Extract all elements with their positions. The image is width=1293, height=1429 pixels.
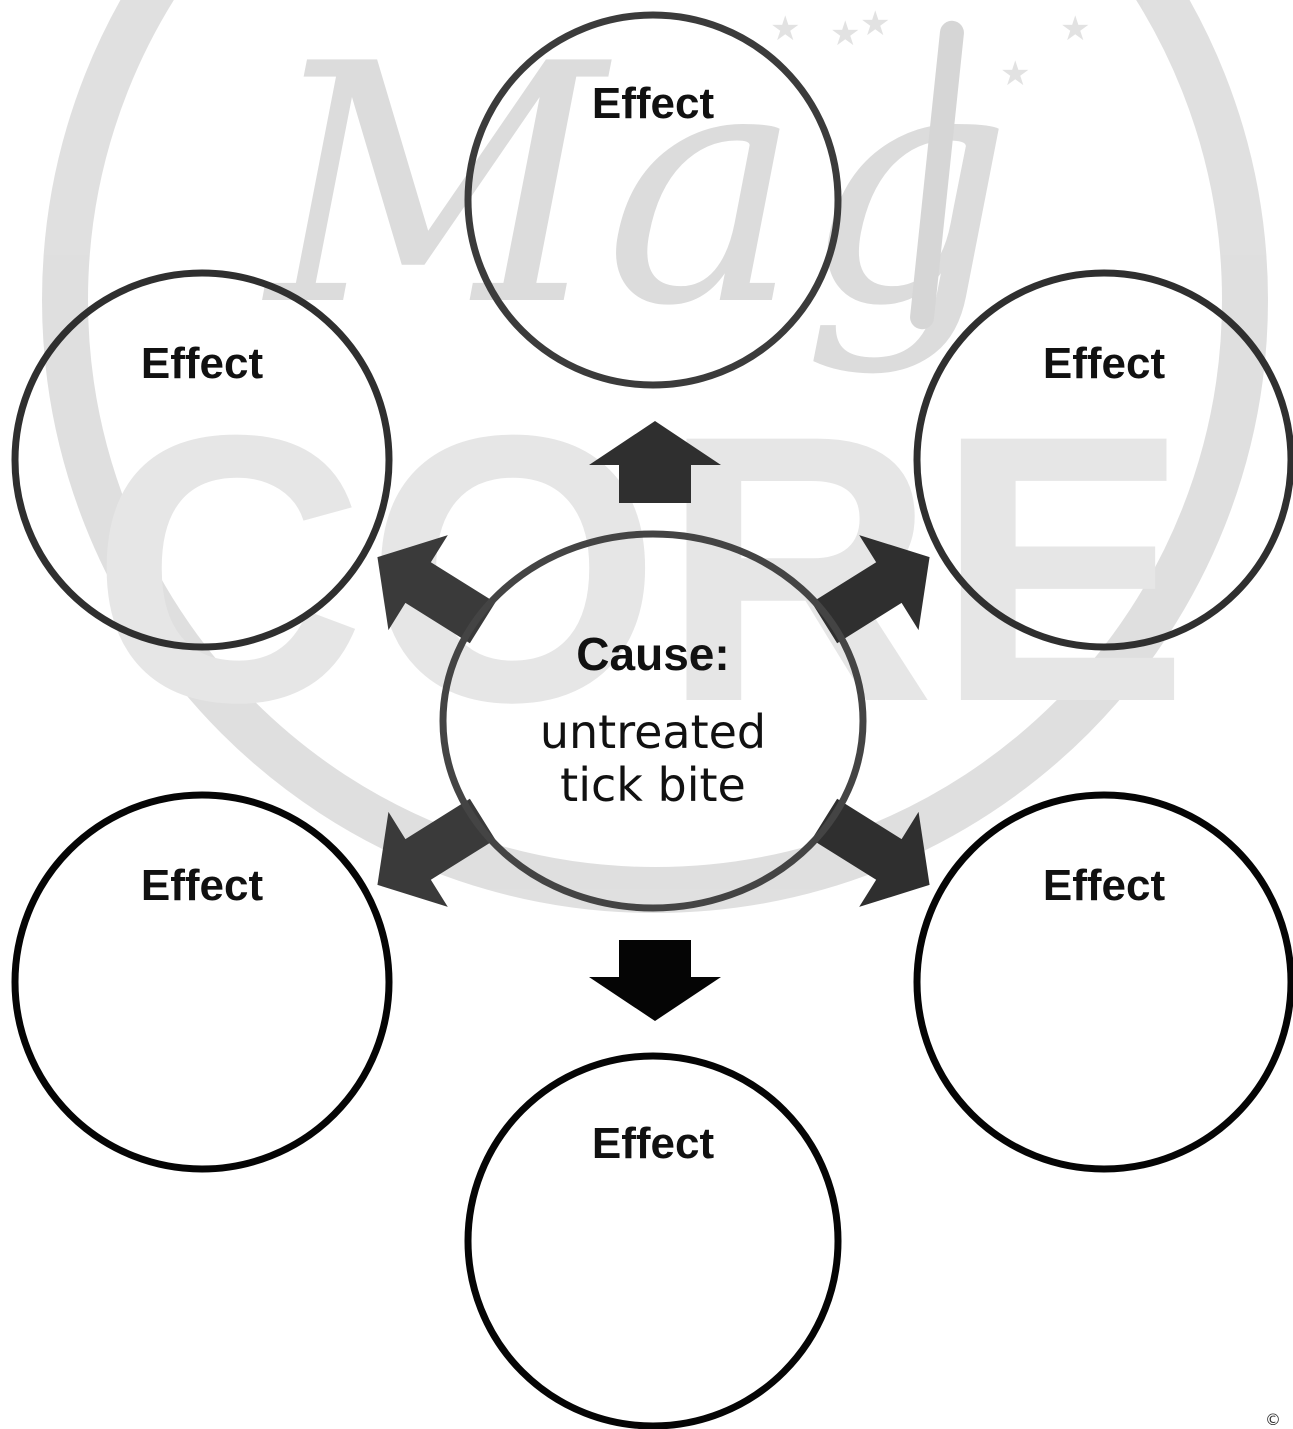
effect-label: Effect (1043, 339, 1166, 388)
effect-label: Effect (141, 339, 264, 388)
watermark-core-text: CORE (91, 356, 1189, 781)
watermark-ring (42, 0, 1268, 913)
effect-upper-right: Effect (913, 269, 1293, 651)
effect-top: Effect (464, 11, 842, 389)
arrow-upper-left-icon (377, 535, 496, 644)
effect-label: Effect (141, 861, 264, 910)
arrows (377, 421, 930, 1021)
watermark-wand (910, 20, 964, 330)
arrow-lower-right-icon (811, 798, 930, 907)
arrow-up-icon (589, 421, 721, 503)
effect-circle (11, 791, 393, 1173)
star-icon: ★ (770, 9, 800, 49)
watermark-script-text: Mag (262, 0, 1013, 378)
star-icon: ★ (860, 4, 890, 44)
arrow-upper-right-icon (811, 535, 930, 644)
effect-circle (913, 791, 1293, 1173)
star-icon: ★ (1060, 9, 1090, 49)
star-icon: ★ (830, 14, 860, 54)
arrow-lower-left-icon (377, 798, 496, 907)
effect-label: Effect (592, 1119, 715, 1168)
effect-bottom: Effect (464, 1052, 842, 1429)
effect-upper-left: Effect (11, 269, 393, 651)
watermark: Mag CORE ★ ★ ★ ★ ★ (42, 0, 1268, 913)
effect-lower-left: Effect (11, 791, 393, 1173)
effect-circle (464, 1052, 842, 1429)
effect-lower-right: Effect (913, 791, 1293, 1173)
cause-title: Cause: (576, 628, 729, 680)
star-icon: ★ (1000, 54, 1030, 94)
arrow-down-icon (589, 940, 721, 1021)
effect-circle (464, 11, 842, 389)
effect-label: Effect (1043, 861, 1166, 910)
effect-label: Effect (592, 79, 715, 128)
cause-text-line1: untreated (540, 705, 766, 759)
cause-ellipse (439, 530, 867, 912)
cause-text-line2: tick bite (560, 758, 746, 812)
watermark-stars: ★ ★ ★ ★ ★ (770, 4, 1090, 94)
effect-circle (913, 269, 1293, 651)
effect-circle (11, 269, 393, 651)
cause-node: Cause: untreated tick bite (439, 530, 867, 912)
copyright-text: © (1265, 1410, 1281, 1429)
